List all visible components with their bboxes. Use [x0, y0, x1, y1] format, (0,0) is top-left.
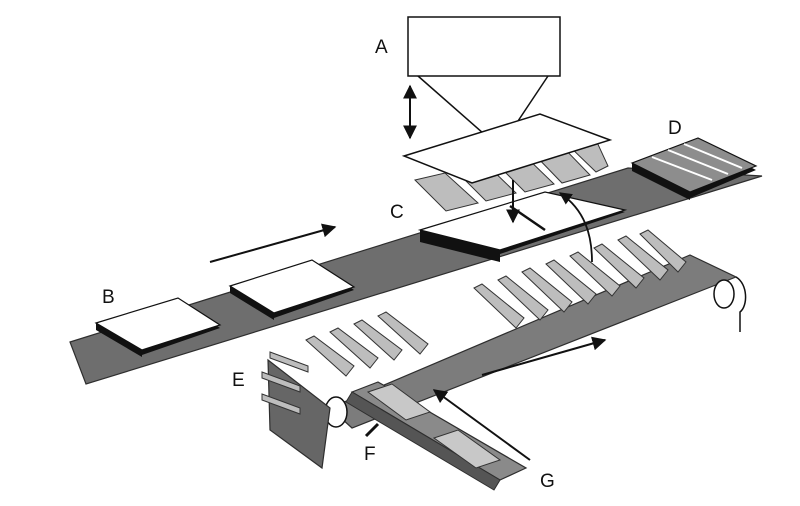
lower-belt-trays-right [473, 229, 687, 329]
upper-belt-direction-arrow [209, 223, 337, 263]
f-marker [364, 422, 380, 438]
chute-direction-arrow [432, 389, 531, 461]
label-d: D [668, 118, 682, 139]
lower-belt-direction-arrow [481, 336, 607, 376]
panel-b [94, 297, 222, 357]
label-g: G [540, 471, 555, 492]
tray-dividers-e [261, 351, 309, 415]
label-f: F [364, 444, 376, 465]
right-pulley [713, 279, 735, 309]
press-a [401, 16, 613, 184]
label-a: A [375, 37, 388, 58]
chute-g [345, 381, 528, 491]
label-b: B [102, 287, 115, 308]
label-e: E [232, 370, 245, 391]
lower-belt-trays-left [305, 311, 429, 377]
label-c: C [390, 202, 404, 223]
lower-conveyor-belt [267, 254, 747, 470]
panel-on-belt [228, 259, 356, 320]
panel-d [630, 137, 758, 200]
tray-transfer-arrow [558, 192, 593, 263]
